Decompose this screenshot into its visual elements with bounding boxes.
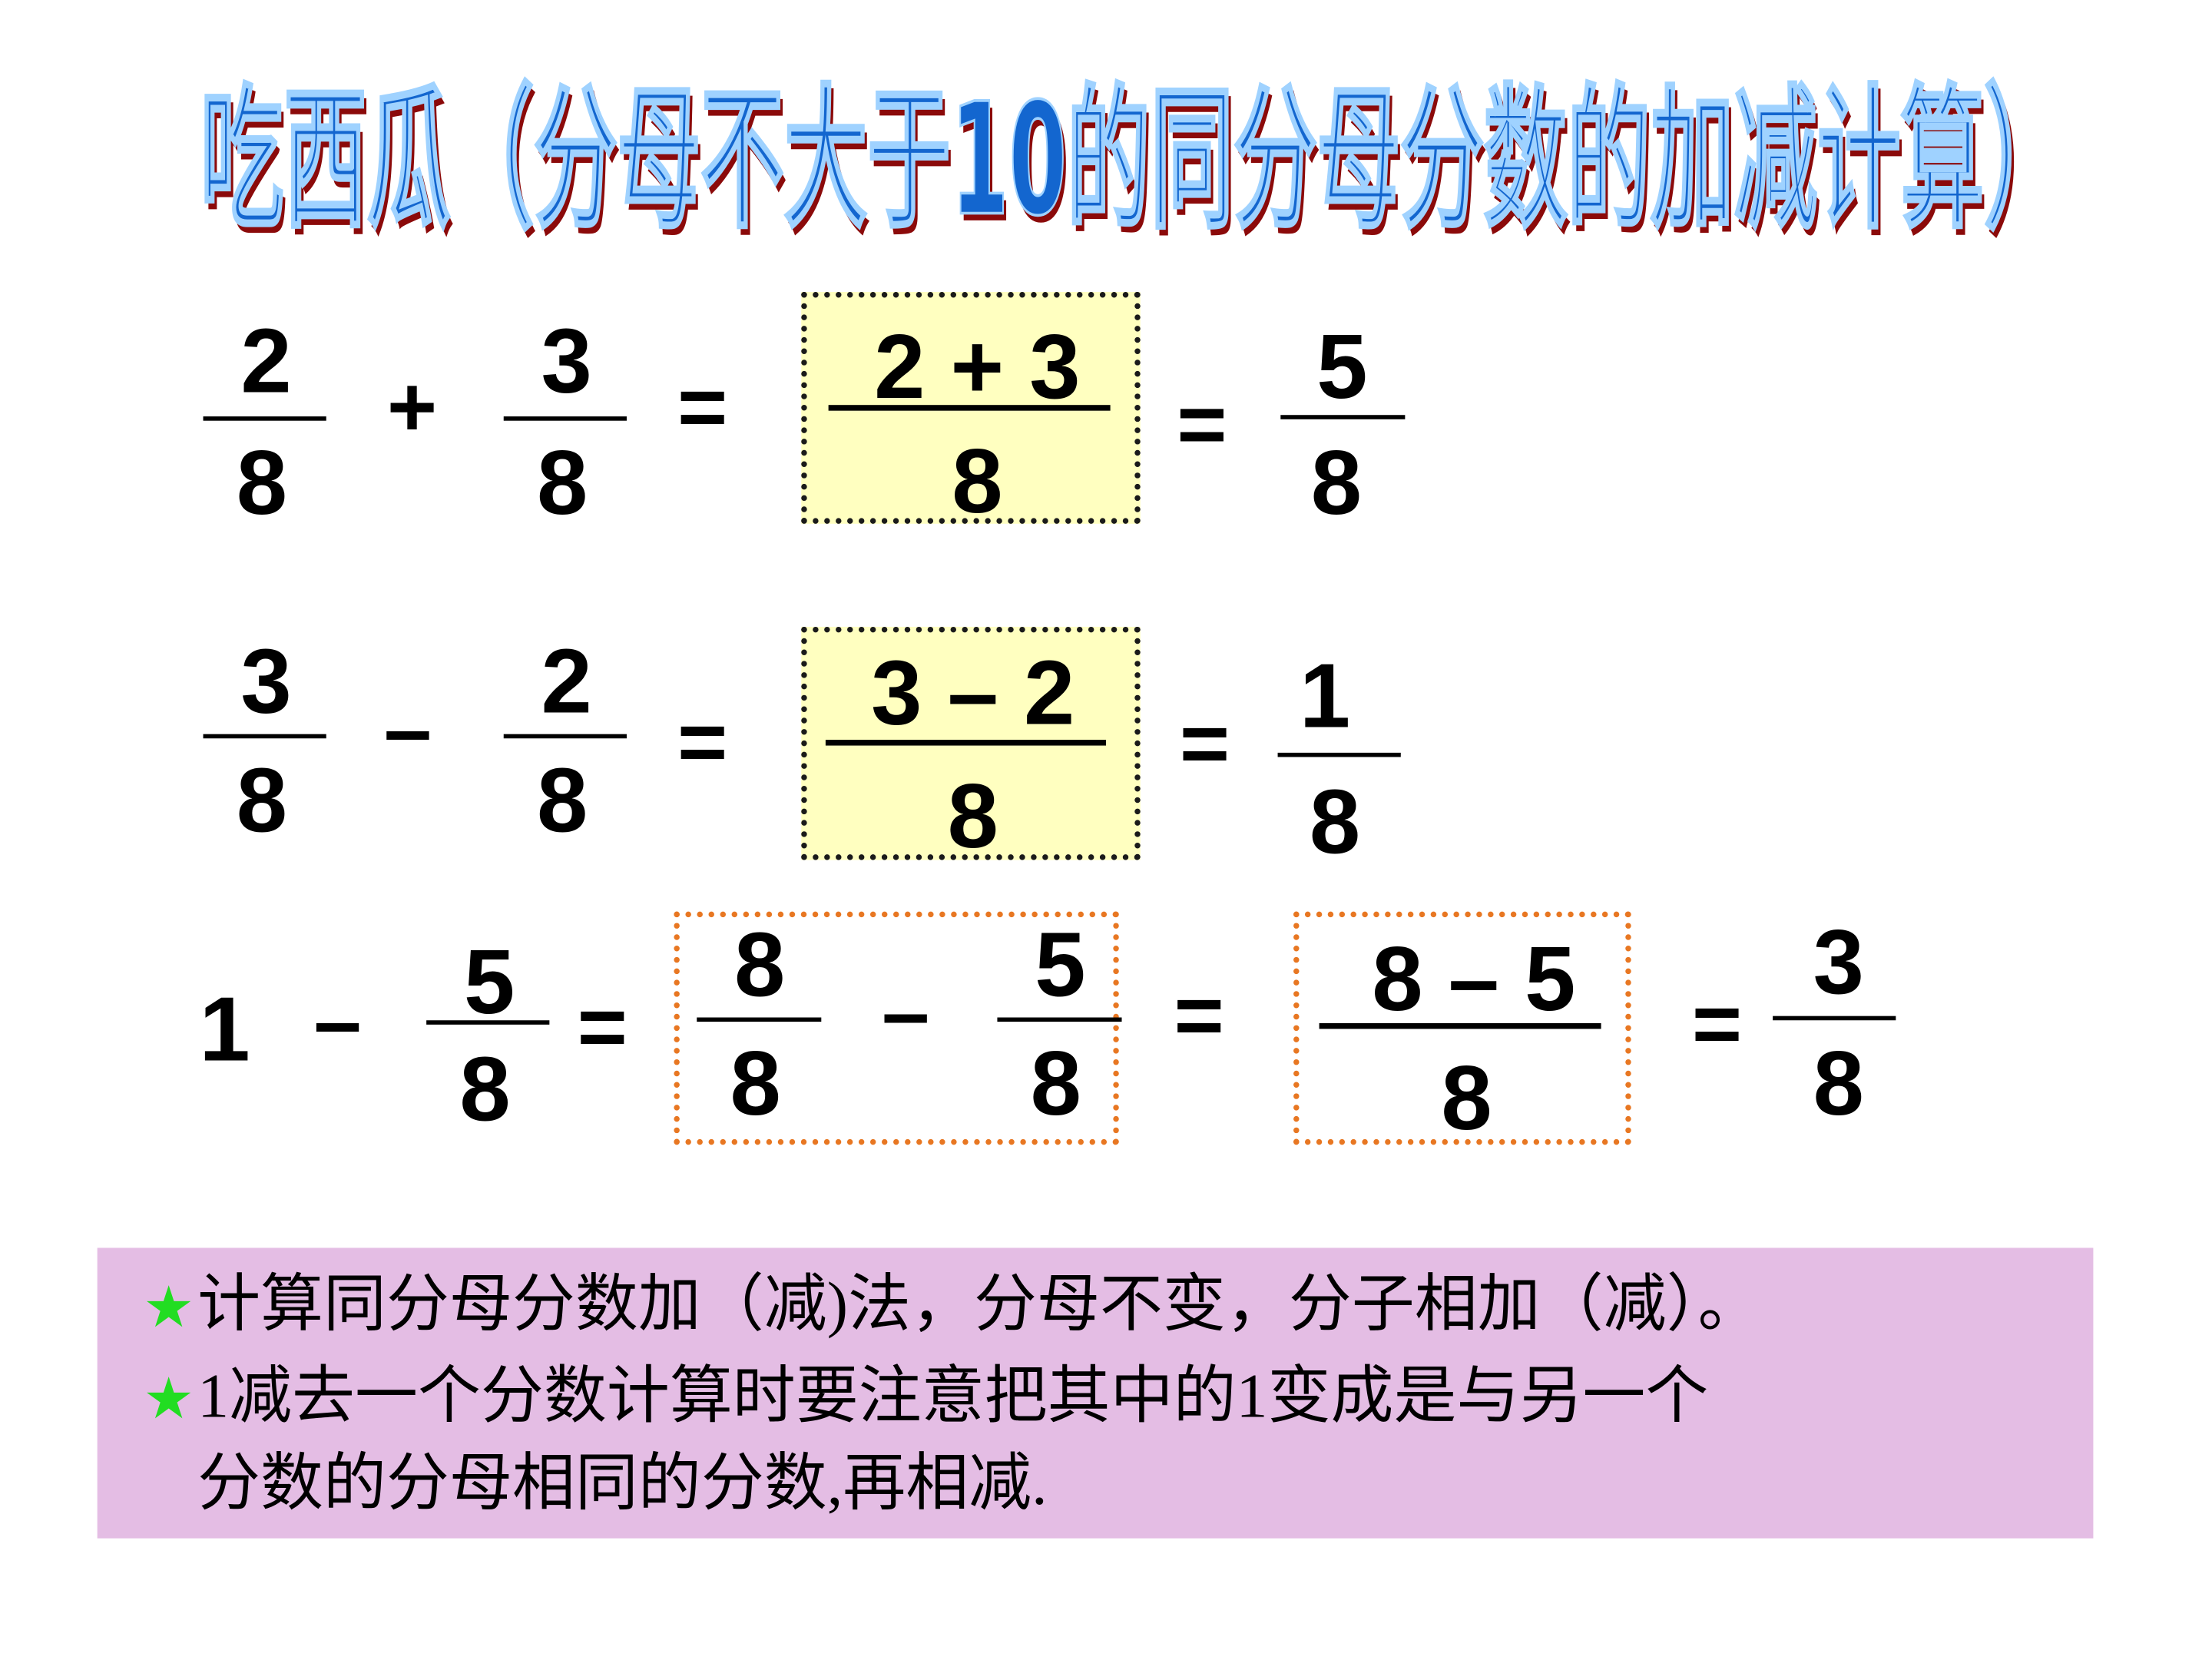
equals-sign: = — [1691, 976, 1743, 1072]
numerator: 8 — [734, 913, 786, 1016]
equals-sign: = — [677, 694, 728, 790]
denominator: 8 — [947, 764, 998, 867]
numerator: 8 – 5 — [1372, 927, 1576, 1031]
note-line: 1减去一个分数计算时要注意把其中的1变成是与另一个 — [197, 1360, 1709, 1431]
note-line: 计算同分母分数加（减)法，分母不变，分子相加（减）。 — [197, 1269, 1761, 1340]
numerator: 1 — [1299, 644, 1351, 747]
denominator: 8 — [536, 748, 588, 852]
rules-note-box: ★ 计算同分母分数加（减)法，分母不变，分子相加（减）。 ★ 1减去一个分数计算… — [97, 1247, 2094, 1539]
fraction-bar — [203, 734, 326, 739]
numerator: 5 — [1316, 314, 1368, 418]
equals-sign: = — [577, 979, 628, 1075]
whole-number: 1 — [199, 977, 250, 1081]
fraction-bar — [697, 1017, 822, 1022]
slide-title-text: 吃西瓜（分母不大于10的同分母分数的加减计算） — [200, 70, 2068, 252]
fraction-bar — [1280, 415, 1406, 419]
equals-sign: = — [677, 359, 728, 456]
equals-sign: = — [1174, 967, 1224, 1064]
star-icon: ★ — [143, 1274, 195, 1341]
numerator: 3 — [1813, 910, 1864, 1013]
numerator: 2 — [240, 309, 292, 413]
denominator: 8 — [236, 430, 288, 534]
denominator: 8 — [1030, 1032, 1081, 1135]
denominator: 8 — [459, 1037, 511, 1141]
fraction-bar — [828, 405, 1111, 411]
plus-sign: + — [386, 359, 438, 456]
fraction-bar — [1773, 1016, 1896, 1021]
fraction-bar — [1277, 752, 1401, 757]
numerator: 3 — [240, 629, 292, 733]
slide-title: 吃西瓜（分母不大于10的同分母分数的加减计算） — [200, 68, 2068, 254]
numerator: 3 – 2 — [871, 641, 1075, 744]
fraction-bar — [203, 416, 326, 421]
fraction-bar — [503, 416, 627, 421]
fraction-bar — [1319, 1022, 1601, 1029]
numerator: 2 — [541, 629, 592, 733]
minus-sign: – — [383, 681, 432, 777]
numerator: 2 + 3 — [874, 314, 1081, 418]
step-box — [1293, 911, 1631, 1145]
note-line: 分数的分母相同的分数,再相减. — [197, 1448, 1048, 1519]
numerator: 3 — [541, 309, 592, 413]
fraction-bar — [997, 1017, 1122, 1022]
star-icon: ★ — [143, 1367, 195, 1433]
denominator: 8 — [236, 748, 288, 852]
numerator: 5 — [1035, 913, 1086, 1016]
denominator: 8 — [1441, 1045, 1492, 1149]
fraction-bar — [426, 1020, 550, 1025]
denominator: 8 — [536, 430, 588, 534]
denominator: 8 — [1813, 1032, 1864, 1135]
equals-sign: = — [1179, 695, 1230, 792]
denominator: 8 — [1310, 430, 1363, 534]
rewrite-box — [674, 911, 1119, 1145]
minus-sign: – — [882, 964, 930, 1061]
fraction-bar — [503, 734, 627, 739]
numerator: 5 — [463, 929, 515, 1034]
fraction-bar — [825, 740, 1107, 746]
denominator: 8 — [730, 1032, 781, 1135]
denominator: 8 — [1309, 770, 1361, 873]
denominator: 8 — [952, 429, 1003, 532]
minus-sign: – — [313, 972, 362, 1069]
equals-sign: = — [1177, 376, 1227, 472]
